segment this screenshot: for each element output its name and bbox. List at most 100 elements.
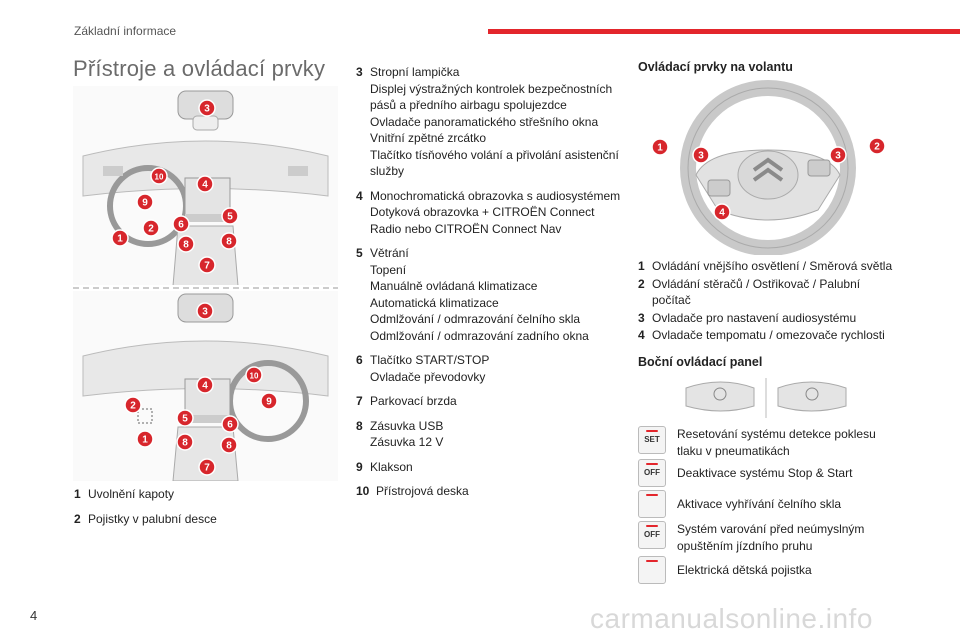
indicator-led: [646, 494, 658, 496]
control-text-line: Aktivace vyhřívání čelního skla: [677, 497, 842, 511]
lane-departure-icon: OFF: [638, 521, 666, 549]
callout-marker: 8: [177, 235, 195, 253]
side-panel-control: Elektrická dětská pojistka: [638, 556, 898, 588]
callout-marker: 1: [136, 430, 154, 448]
legend-text-line: Displej výstražných kontrolek bezpečnost…: [370, 81, 613, 96]
control-text-line: opuštěním jízdního pruhu: [677, 538, 813, 553]
callout-label: 8: [183, 240, 189, 251]
callout-label: 3: [698, 151, 704, 162]
legend-number: 2: [638, 276, 645, 291]
legend-text-line: Stropní lampička: [370, 65, 460, 79]
callout-label: 1: [117, 234, 123, 245]
callout-label: 2: [874, 142, 880, 153]
child-lock-icon: [638, 556, 666, 584]
callout-marker: 9: [260, 392, 278, 410]
legend-text-line: Zásuvka USB: [370, 418, 444, 433]
side-panel-control: OFF Deaktivace systému Stop & Start: [638, 459, 898, 491]
callout-label: 6: [227, 420, 233, 431]
callout-label: 8: [182, 438, 188, 449]
section-header: Základní informace: [74, 24, 177, 38]
figure-separator: [73, 285, 338, 291]
control-text-line: Deaktivace systému Stop & Start: [677, 466, 853, 480]
callout-label: 7: [204, 463, 210, 474]
legend-text-line: počítač: [652, 293, 691, 307]
legend-text-line: Radio nebo CITROËN Connect Nav: [370, 221, 562, 236]
legend-item: 1 Ovládání vnějšího osvětlení / Směrová s…: [638, 258, 938, 275]
legend-text-line: Klakson: [370, 459, 413, 474]
indicator-led: [646, 430, 658, 432]
indicator-led: [646, 525, 658, 527]
side-panel-control: Aktivace vyhřívání čelního skla: [638, 490, 898, 522]
legend-text-line: Odmlžování / odmrazování čelního skla: [370, 312, 581, 326]
watermark: carmanualsonline.info: [590, 603, 873, 634]
legend-text-line: Odmlžování / odmrazování zadního okna: [370, 328, 589, 343]
icon-glyph: OFF: [644, 468, 660, 477]
legend-text-line: služby: [370, 164, 405, 178]
legend-number: 4: [638, 328, 645, 342]
indicator-led: [646, 463, 658, 465]
citroen-logo-icon: [752, 157, 784, 182]
wheel-controls-list: 1 Ovládání vnějšího osvětlení / Směrová s…: [638, 258, 938, 345]
legend-text-line: Automatická klimatizace: [370, 295, 499, 310]
legend-number: 3: [638, 310, 645, 325]
callout-marker: 10: [245, 366, 263, 384]
legend-number: 6: [356, 353, 363, 367]
dashboard-lhd-figure: 3 10 4 9 6 5 2 8 8 1 7: [73, 86, 338, 286]
control-text-line: Resetování systému detekce poklesu: [677, 427, 876, 441]
callout-label: 10: [155, 173, 164, 182]
legend-text-line: Parkovací brzda: [370, 394, 457, 408]
callout-marker: 2: [124, 396, 142, 414]
callout-label: 5: [227, 212, 233, 223]
callout-marker: 7: [198, 256, 216, 274]
legend-text-line: Ovladače pro nastavení audiosystému: [652, 310, 857, 325]
legend-item: 3 Ovladače pro nastavení audiosystému: [638, 310, 938, 327]
callout-marker: 4: [196, 376, 214, 394]
legend-number: 1: [638, 259, 645, 273]
callout-marker: 1: [651, 138, 669, 156]
legend-text-line: Ovládání vnějšího osvětlení / Směrová sv…: [652, 259, 893, 273]
callout-marker: 9: [136, 193, 154, 211]
legend-number: 7: [356, 394, 363, 408]
callout-label: 7: [204, 261, 210, 272]
legend-text-line: Dotyková obrazovka + CITROËN Connect: [370, 205, 595, 219]
legend-text-line: Zásuvka 12 V: [370, 435, 444, 449]
indicator-led: [646, 560, 658, 562]
callout-marker: 5: [221, 207, 239, 225]
legend-number: 3: [356, 65, 363, 79]
callout-marker: 8: [220, 232, 238, 250]
callout-label: 5: [182, 414, 188, 425]
legend-number: 10: [356, 484, 370, 498]
callout-label: 9: [142, 198, 148, 209]
callout-label: 2: [148, 224, 154, 235]
callout-marker: 10: [150, 167, 168, 185]
legend-text-line: Vnitřní zpětné zrcátko: [370, 131, 487, 145]
callout-marker: 1: [111, 229, 129, 247]
callout-marker: 7: [198, 458, 216, 476]
legend-number: 1: [74, 487, 81, 501]
callout-label: 10: [250, 372, 259, 381]
callout-marker: 6: [172, 215, 190, 233]
legend-number: 5: [356, 246, 363, 260]
callout-marker: 3: [829, 146, 847, 164]
callout-marker: 4: [196, 175, 214, 193]
control-text-line: tlaku v pneumatikách: [677, 443, 790, 458]
control-description: Deaktivace systému Stop & Start: [677, 465, 852, 482]
callout-marker: 3: [692, 146, 710, 164]
legend-text-line: pásů a předního airbagu spolujezdce: [370, 98, 567, 112]
control-description: Elektrická dětská pojistka: [677, 562, 812, 579]
callout-marker: 3: [198, 99, 216, 117]
legend-text-line: Tlačítko START/STOP: [370, 353, 490, 367]
callout-label: 3: [204, 104, 210, 115]
